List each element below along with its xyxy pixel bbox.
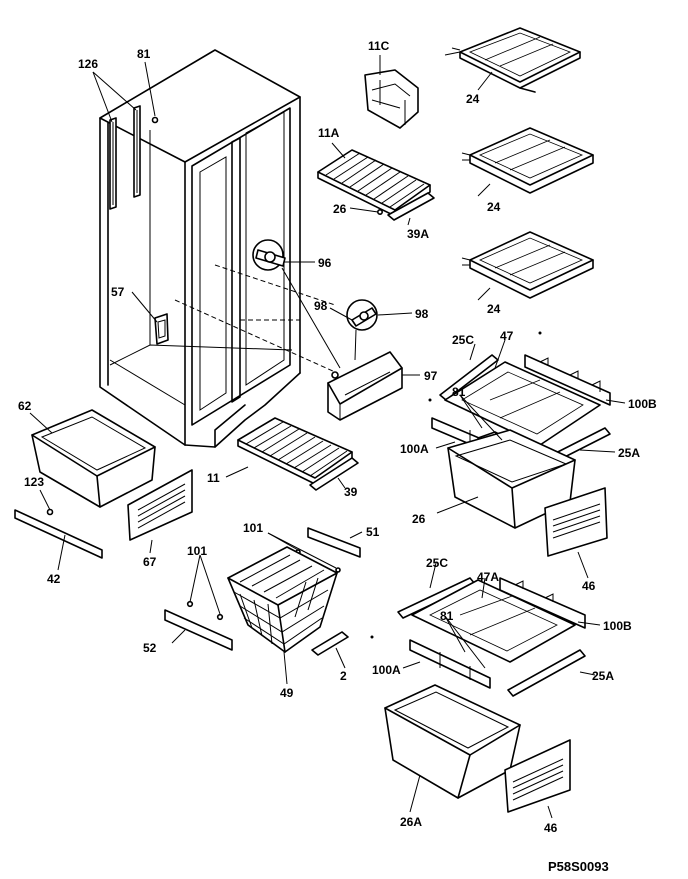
callout-81-mid: 81 bbox=[452, 385, 466, 399]
drawer-front-46-lower bbox=[504, 739, 571, 813]
shelf-rail-39A bbox=[387, 192, 435, 221]
callout-51: 51 bbox=[366, 525, 380, 539]
callout-101-b: 101 bbox=[187, 544, 207, 558]
callout-47: 47 bbox=[500, 329, 514, 343]
drawing-code: P58S0093 bbox=[548, 859, 609, 874]
bracket-97 bbox=[327, 351, 403, 421]
callout-81-low: 81 bbox=[440, 609, 454, 623]
callout-42: 42 bbox=[47, 572, 61, 586]
callout-100B-b: 100B bbox=[603, 619, 632, 633]
callout-46-a: 46 bbox=[582, 579, 596, 593]
leader-lines bbox=[29, 55, 626, 819]
callout-39A: 39A bbox=[407, 227, 429, 241]
shelf-rail-39 bbox=[309, 457, 359, 491]
glass-shelf-24-b bbox=[461, 127, 594, 194]
callout-126: 126 bbox=[78, 57, 98, 71]
callout-52: 52 bbox=[143, 641, 157, 655]
callout-46-b: 46 bbox=[544, 821, 558, 835]
glass-shelf-24-c bbox=[461, 231, 594, 299]
bin-front-67 bbox=[127, 469, 193, 541]
callout-49: 49 bbox=[280, 686, 294, 700]
rail-2 bbox=[311, 631, 349, 656]
refrigerator-cabinet bbox=[99, 49, 336, 448]
callout-62: 62 bbox=[18, 399, 32, 413]
freezer-bin-62 bbox=[31, 409, 156, 508]
callout-96: 96 bbox=[318, 256, 332, 270]
callout-67: 67 bbox=[143, 555, 157, 569]
wire-basket-49 bbox=[227, 546, 338, 653]
lead-98-line bbox=[354, 329, 357, 361]
callout-25A-a: 25A bbox=[618, 446, 640, 460]
screw-26-upper bbox=[376, 209, 383, 216]
callout-2: 2 bbox=[340, 669, 347, 683]
glass-shelf-24-a bbox=[444, 27, 581, 93]
callout-98-b: 98 bbox=[415, 307, 429, 321]
drawer-front-46-upper bbox=[544, 487, 608, 557]
callout-26A: 26A bbox=[400, 815, 422, 829]
door-strips-126 bbox=[109, 105, 159, 210]
callout-25A-b: 25A bbox=[592, 669, 614, 683]
lead-96-line bbox=[281, 267, 341, 369]
callout-81-top: 81 bbox=[137, 47, 151, 61]
shelf-cam-96 bbox=[252, 239, 286, 271]
callout-labels: 126 81 11C 24 24 24 11A 26 39A 96 57 98 … bbox=[18, 39, 657, 874]
screw-123 bbox=[46, 508, 54, 516]
slide-rail-42 bbox=[14, 508, 103, 559]
bracket-52 bbox=[164, 600, 233, 651]
callout-98-a: 98 bbox=[314, 299, 328, 313]
crisper-cover-47A bbox=[411, 579, 576, 663]
shelf-cam-98 bbox=[346, 299, 378, 331]
callout-100A-a: 100A bbox=[400, 442, 429, 456]
bracket-57 bbox=[154, 313, 169, 345]
callout-100A-b: 100A bbox=[372, 663, 401, 677]
callout-97: 97 bbox=[424, 369, 438, 383]
callout-57: 57 bbox=[111, 285, 125, 299]
callout-11: 11 bbox=[207, 471, 220, 485]
callout-47A: 47A bbox=[477, 570, 499, 584]
light-housing-11C bbox=[364, 69, 419, 129]
callout-39: 39 bbox=[344, 485, 358, 499]
callout-24-b: 24 bbox=[487, 200, 501, 214]
marker-dot-b bbox=[428, 398, 432, 402]
crisper-drawer-26A bbox=[384, 684, 521, 799]
support-100B-upper bbox=[524, 354, 611, 406]
callout-100B-a: 100B bbox=[628, 397, 657, 411]
callout-26-drawer: 26 bbox=[412, 512, 426, 526]
callout-25C-a: 25C bbox=[452, 333, 474, 347]
marker-dot-c bbox=[538, 331, 542, 335]
callout-123: 123 bbox=[24, 475, 44, 489]
marker-dot-a bbox=[370, 635, 374, 639]
callout-25C-b: 25C bbox=[426, 556, 448, 570]
rail-25A-lower bbox=[507, 649, 586, 697]
callout-11C: 11C bbox=[368, 39, 390, 53]
support-100B-lower bbox=[499, 577, 586, 629]
callout-26-wire: 26 bbox=[333, 202, 347, 216]
callout-24-c: 24 bbox=[487, 302, 501, 316]
callout-101-a: 101 bbox=[243, 521, 263, 535]
crisper-drawer-26 bbox=[447, 429, 576, 529]
support-100A-lower bbox=[409, 639, 491, 689]
callout-11A: 11A bbox=[318, 126, 340, 140]
callout-24-a: 24 bbox=[466, 92, 480, 106]
